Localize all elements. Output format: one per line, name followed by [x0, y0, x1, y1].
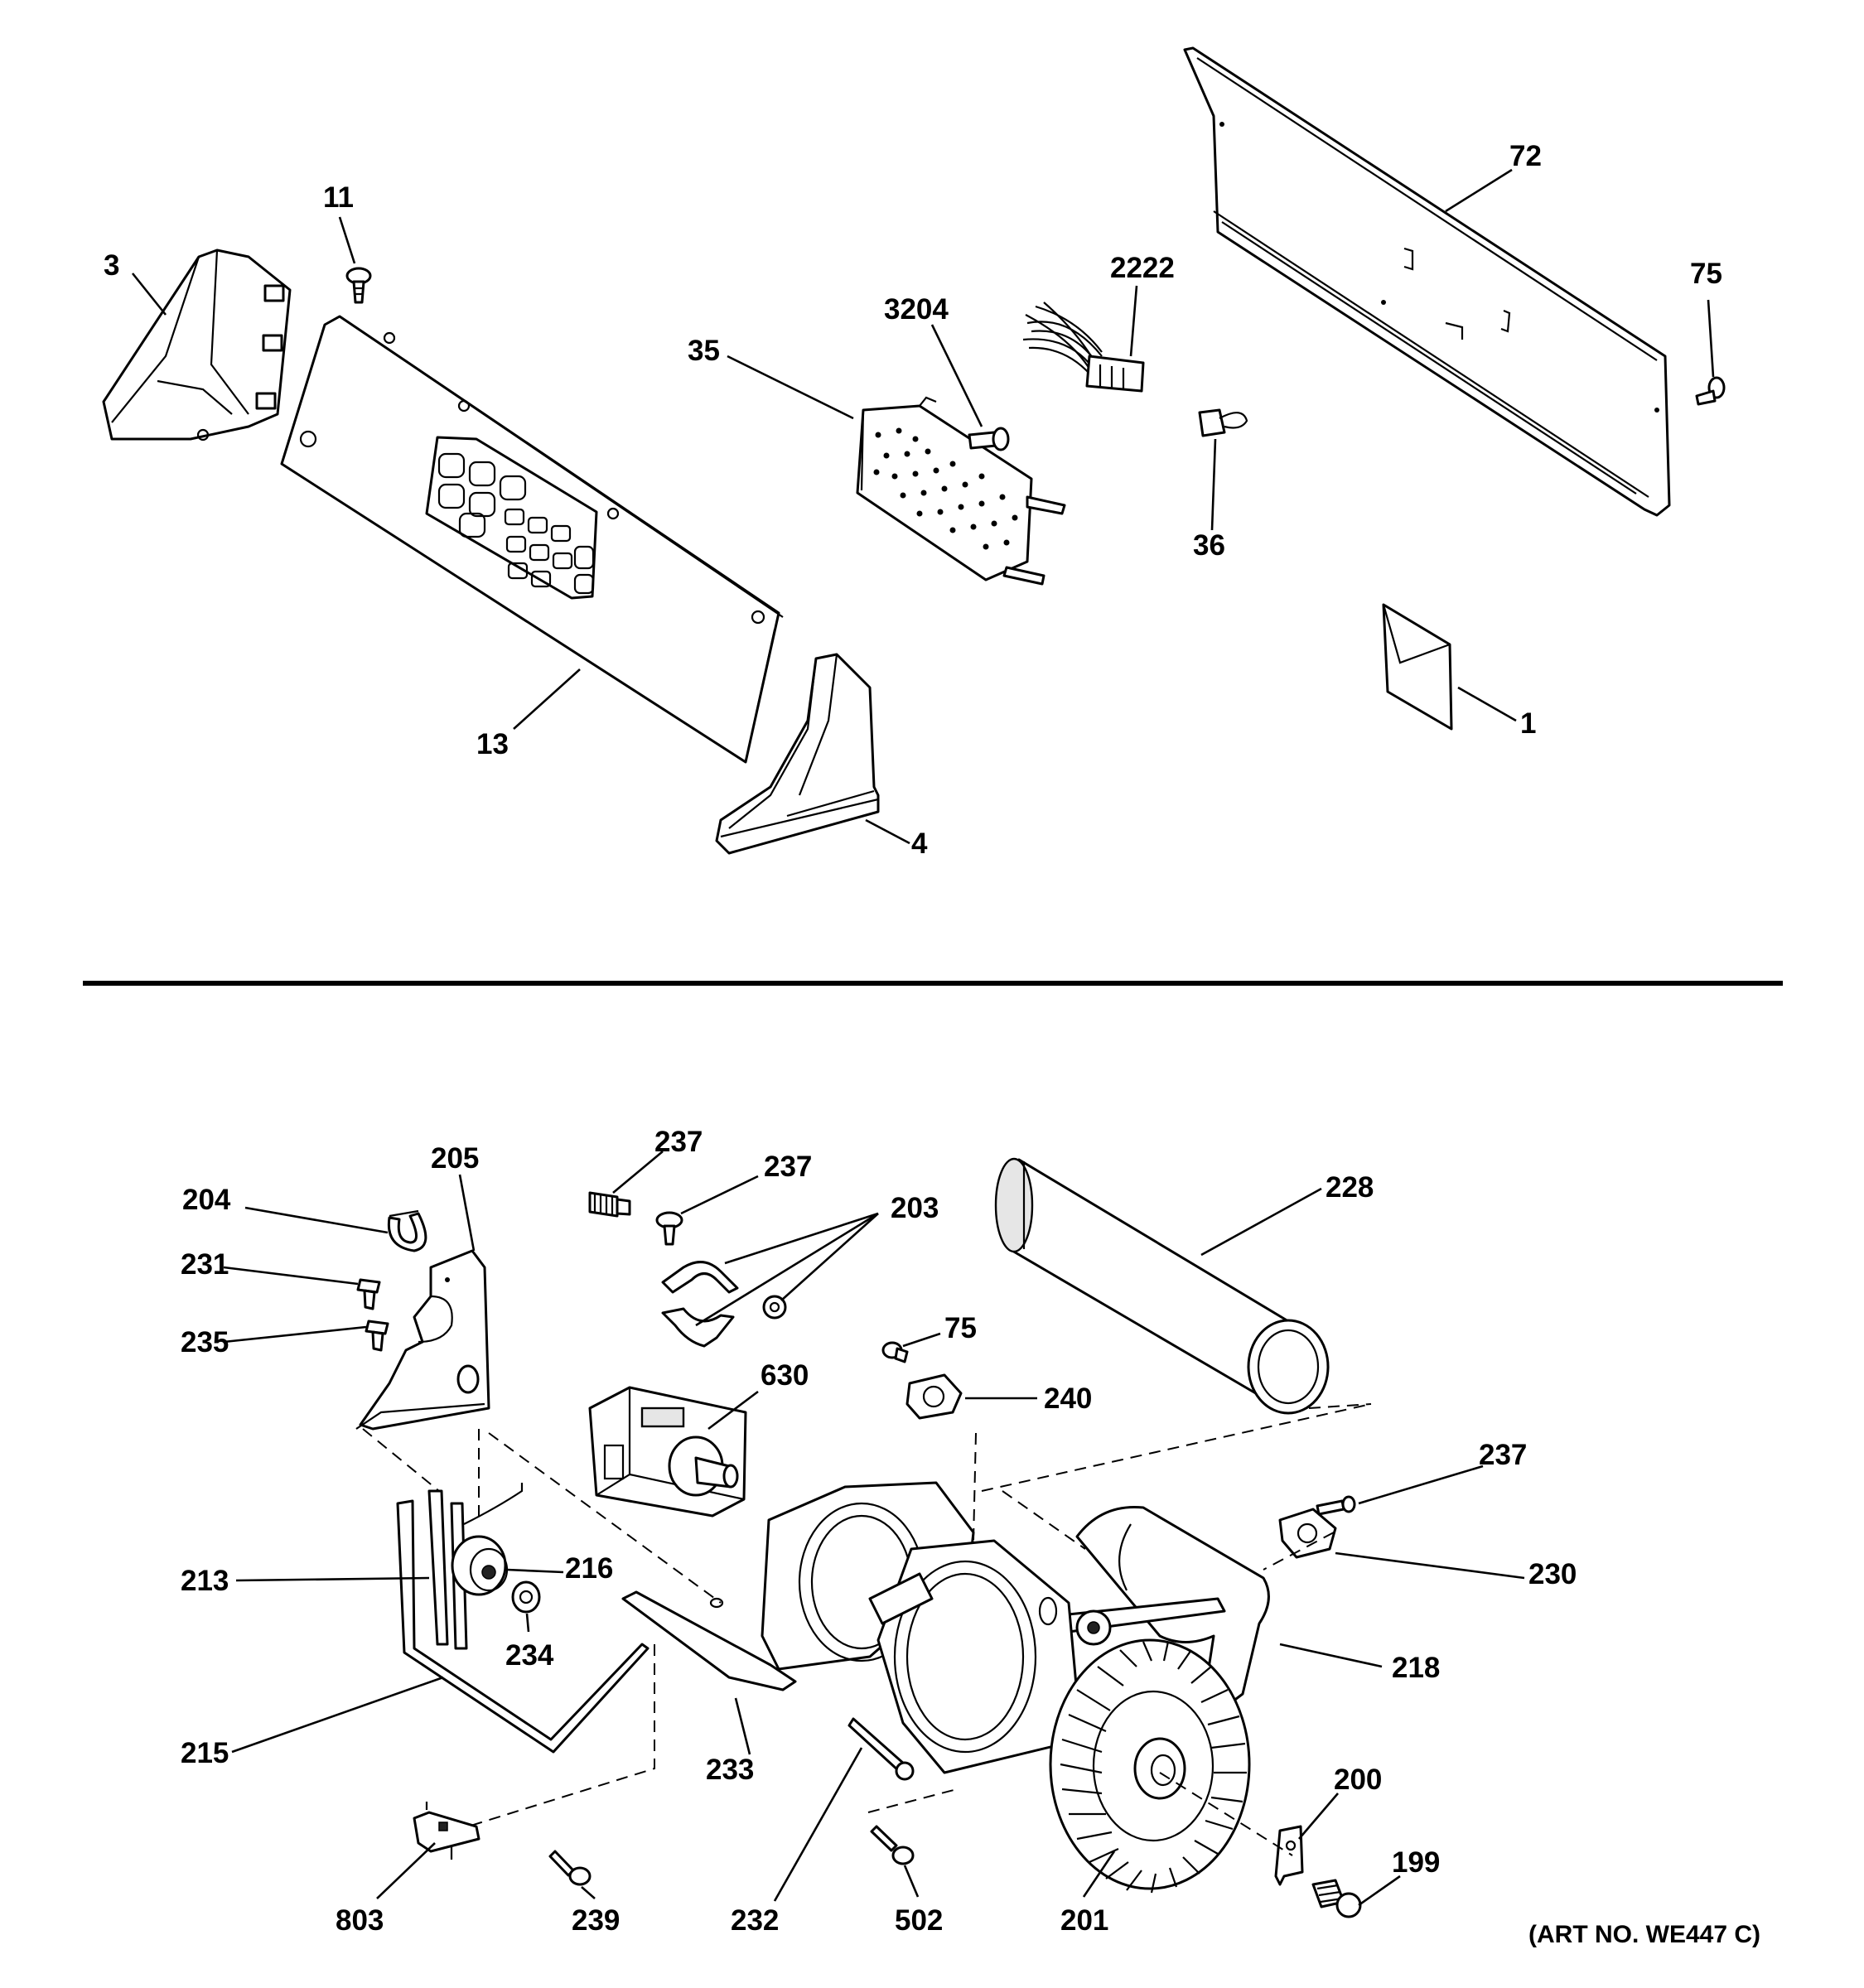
art-number: (ART NO. WE447 C): [1528, 1921, 1760, 1948]
part-72-backsplash: [1183, 46, 1671, 517]
part-230-thermal-fuse: [1278, 1508, 1337, 1559]
label-205: 205: [431, 1142, 479, 1175]
label-216: 216: [565, 1552, 613, 1585]
part-233-base-bracket: [621, 1590, 797, 1691]
label-35: 35: [688, 335, 720, 367]
label-240: 240: [1044, 1382, 1092, 1415]
label-218: 218: [1392, 1652, 1440, 1684]
label-233: 233: [706, 1754, 754, 1786]
label-215: 215: [181, 1737, 229, 1769]
part-240-thermostat: [905, 1373, 963, 1420]
part-200-clip-bracket: [1274, 1825, 1304, 1886]
label-2222: 2222: [1110, 252, 1175, 284]
label-234: 234: [505, 1639, 554, 1672]
label-75-top: 75: [1690, 258, 1722, 290]
blower-fins: [1060, 1641, 1247, 1894]
part-803-switch: [413, 1802, 480, 1860]
top-leader-lines: [131, 168, 1715, 845]
part-237-bolt-a: [588, 1191, 631, 1218]
label-200: 200: [1334, 1764, 1382, 1796]
part-13-control-panel: [280, 315, 784, 764]
label-11: 11: [323, 181, 354, 214]
part-216-pulley: [451, 1535, 509, 1596]
part-2222-wire-harness: [1022, 302, 1145, 393]
label-630: 630: [761, 1359, 809, 1392]
part-4-end-cap-right: [715, 653, 880, 855]
label-36: 36: [1193, 529, 1225, 562]
label-239: 239: [572, 1904, 620, 1937]
part-234-bushing: [511, 1580, 541, 1614]
part-232-shaft: [847, 1717, 915, 1781]
label-803: 803: [336, 1904, 384, 1937]
part-11-screw: [345, 267, 372, 304]
label-75-bottom: 75: [944, 1312, 977, 1344]
part-204-clip: [387, 1209, 427, 1252]
part-231-screw: [356, 1278, 381, 1310]
part-75-screw-top: [1695, 376, 1726, 406]
part-1-literature-envelope: [1382, 603, 1453, 731]
label-237-b: 237: [764, 1151, 812, 1183]
part-75-screw-bottom: [881, 1341, 909, 1363]
assembly-dashed-lines: [362, 1403, 1372, 1856]
label-230: 230: [1528, 1558, 1577, 1590]
label-237-c: 237: [1479, 1439, 1527, 1471]
part-36-connector: [1198, 408, 1248, 437]
part-215-idler-arm: [396, 1499, 650, 1754]
label-3: 3: [104, 249, 119, 282]
part-35-board-bracket: [856, 396, 1066, 586]
panel-keypad: [437, 452, 595, 595]
label-228: 228: [1326, 1171, 1374, 1204]
label-72: 72: [1509, 140, 1542, 172]
part-199-bolt: [1311, 1879, 1362, 1918]
label-231: 231: [181, 1248, 229, 1281]
label-1: 1: [1520, 707, 1536, 740]
label-201: 201: [1060, 1904, 1108, 1937]
bottom-leader-lines: [223, 1151, 1525, 1907]
part-237-screw-b: [655, 1211, 683, 1246]
part-201-blower-wheel: [1049, 1638, 1251, 1894]
part-213-belt: [427, 1483, 524, 1650]
label-232: 232: [731, 1904, 779, 1937]
part-239-screw: [548, 1850, 592, 1886]
part-237-screw-c: [1316, 1495, 1356, 1516]
part-630-timer-switch: [588, 1386, 747, 1518]
label-213: 213: [181, 1565, 229, 1597]
part-203-clamps: [661, 1261, 787, 1348]
label-235: 235: [181, 1326, 229, 1358]
label-4: 4: [911, 828, 928, 860]
label-3204: 3204: [884, 293, 949, 326]
part-3-end-cap-left: [102, 248, 292, 442]
part-228-duct: [994, 1157, 1330, 1415]
label-237-a: 237: [654, 1126, 703, 1158]
part-502-screw: [870, 1825, 915, 1865]
part-235-screw: [365, 1320, 389, 1352]
part-3204-screw: [968, 427, 1010, 451]
label-199: 199: [1392, 1846, 1440, 1879]
part-218-blower-housing: [761, 1481, 1270, 1774]
board-holes: [873, 427, 1018, 550]
label-13: 13: [476, 728, 509, 760]
label-204: 204: [182, 1184, 231, 1216]
label-502: 502: [895, 1904, 943, 1937]
label-203: 203: [891, 1192, 939, 1224]
part-205-motor-bracket: [355, 1249, 490, 1431]
